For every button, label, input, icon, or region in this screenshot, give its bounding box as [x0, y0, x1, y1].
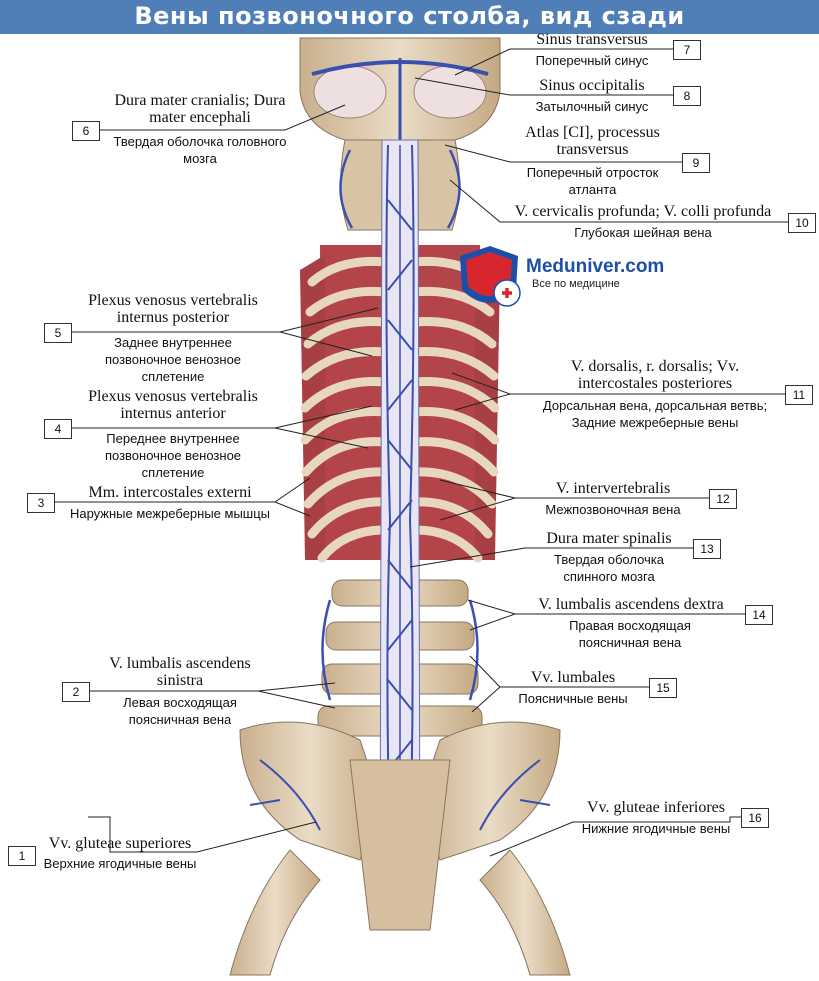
- label-15-russian: Поясничные вены: [518, 691, 628, 706]
- callout-number-12: 12: [709, 489, 737, 509]
- callout-number-6: 6: [72, 121, 100, 141]
- callout-number-15: 15: [649, 678, 677, 698]
- label-9-russian: Поперечный отросток атланта: [526, 165, 659, 197]
- label-12-russian: Межпозвоночная вена: [545, 502, 681, 517]
- label-8-latin: Sinus occipitalis: [539, 77, 645, 94]
- leader-lines: [53, 48, 788, 857]
- label-14-latin: V. lumbalis ascendens dextra: [538, 596, 724, 613]
- skull-base: [299, 37, 501, 151]
- label-11-latin: V. dorsalis, r. dorsalis; Vv. intercosta…: [570, 358, 740, 392]
- brand-tagline: Все по медицине: [532, 278, 620, 290]
- brand-name: Meduniver.com: [526, 256, 665, 277]
- callout-number-8: 8: [673, 86, 701, 106]
- label-3-latin: Mm. intercostales externi: [88, 484, 252, 501]
- label-10-latin: V. cervicalis profunda; V. colli profund…: [514, 203, 772, 220]
- label-7-latin: Sinus transversus: [536, 31, 648, 48]
- callout-number-5: 5: [44, 323, 72, 343]
- label-7-russian: Поперечный синус: [535, 53, 649, 68]
- callout-number-10: 10: [788, 213, 816, 233]
- callout-number-14: 14: [745, 605, 773, 625]
- label-2-latin: V. lumbalis ascendens sinistra: [109, 655, 251, 689]
- label-13-latin: Dura mater spinalis: [546, 530, 672, 547]
- callout-number-16: 16: [741, 808, 769, 828]
- spine-illustration: [53, 37, 788, 976]
- callout-number-4: 4: [44, 419, 72, 439]
- label-15-latin: Vv. lumbales: [530, 669, 616, 686]
- callout-number-1: 1: [8, 846, 36, 866]
- label-4-latin: Plexus venosus vertebralis internus ante…: [88, 388, 258, 422]
- label-1-russian: Верхние ягодичные вены: [43, 856, 197, 871]
- rib-cage: [300, 245, 500, 563]
- callout-number-7: 7: [673, 40, 701, 60]
- label-3-russian: Наружные межреберные мышцы: [69, 506, 271, 521]
- label-10-russian: Глубокая шейная вена: [574, 225, 712, 240]
- label-12-latin: V. intervertebralis: [555, 480, 671, 497]
- label-16-latin: Vv. gluteae inferiores: [586, 799, 725, 816]
- callout-number-13: 13: [693, 539, 721, 559]
- label-13-russian: Твердая оболочка спинного мозга: [553, 552, 665, 584]
- label-5-russian: Заднее внутреннее позвоночное венозное с…: [104, 335, 242, 384]
- label-5-latin: Plexus venosus vertebralis internus post…: [88, 292, 258, 326]
- label-14-russian: Правая восходящая поясничная вена: [569, 618, 691, 650]
- label-4-russian: Переднее внутреннее позвоночное венозное…: [104, 431, 242, 480]
- label-16-russian: Нижние ягодичные вены: [581, 821, 731, 836]
- callout-number-3: 3: [27, 493, 55, 513]
- label-11-russian: Дорсальная вена, дорсальная ветвь; Задни…: [542, 398, 768, 430]
- label-9-latin: Atlas [CI], processus transversus: [525, 124, 660, 158]
- callout-number-9: 9: [682, 153, 710, 173]
- callout-number-11: 11: [785, 385, 813, 405]
- label-6-russian: Твердая оболочка головного мозга: [113, 134, 287, 166]
- callout-number-2: 2: [62, 682, 90, 702]
- label-8-russian: Затылочный синус: [535, 99, 649, 114]
- pelvis: [229, 721, 571, 976]
- page-title: Вены позвоночного столба, вид сзади: [134, 2, 685, 30]
- brand-shield-icon: [460, 246, 521, 307]
- title-bar: [0, 0, 819, 34]
- label-1-latin: Vv. gluteae superiores: [48, 835, 192, 852]
- label-6-latin: Dura mater cranialis; Dura mater encepha…: [114, 92, 286, 126]
- label-2-russian: Левая восходящая поясничная вена: [123, 695, 237, 727]
